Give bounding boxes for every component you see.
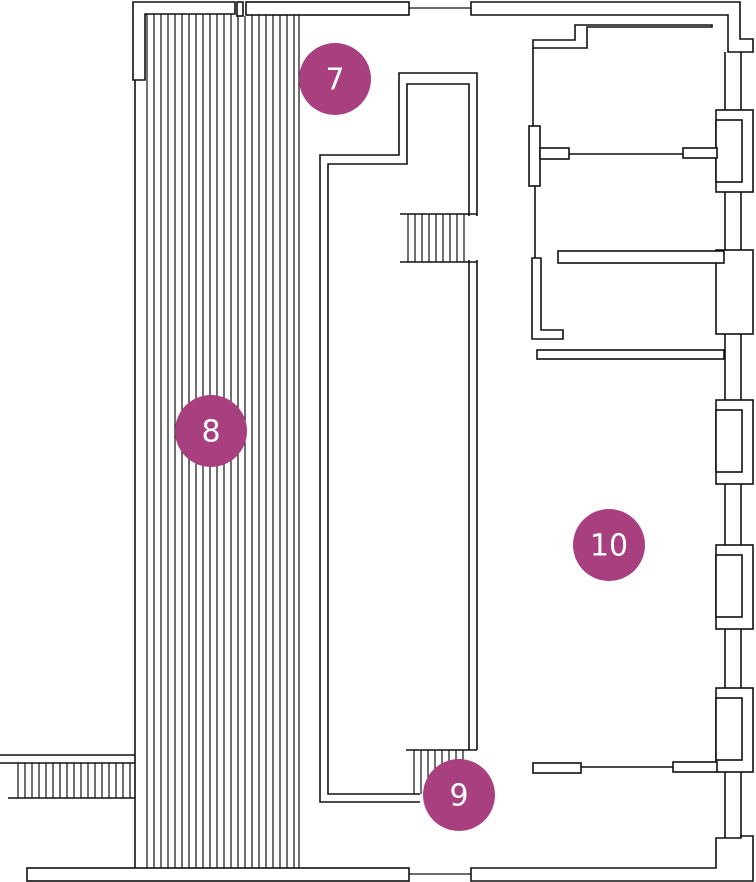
- marker-9[interactable]: 9: [423, 759, 495, 831]
- window-right-3-inner: [715, 409, 743, 473]
- window-right-5-inner: [715, 697, 743, 761]
- wall-top-left-corner: [132, 1, 236, 81]
- outer-walls: [26, 1, 754, 882]
- marker-10[interactable]: 10: [573, 509, 645, 581]
- room-lower-partition: [531, 257, 564, 340]
- marker-8-label: 8: [201, 415, 220, 450]
- marker-10-circle: [573, 509, 645, 581]
- enclosure-inner-wall: [327, 83, 470, 795]
- room-partition-top: [532, 24, 713, 49]
- wall-bottom-right-corner: [470, 835, 754, 882]
- upper-inner-stairs: [400, 213, 477, 263]
- enclosure-outer-wall: [319, 72, 478, 803]
- lower-right-partition: [532, 761, 718, 774]
- marker-10-label: 10: [590, 529, 628, 564]
- central-enclosure: [319, 72, 478, 803]
- window-right-1-inner: [715, 119, 743, 183]
- marker-9-label: 9: [449, 779, 468, 814]
- lower-partition-stub: [532, 762, 582, 774]
- room-divider-end: [682, 147, 718, 159]
- marker-8[interactable]: 8: [175, 395, 247, 467]
- room-tjunction-post: [528, 125, 541, 187]
- marker-7[interactable]: 7: [299, 43, 371, 115]
- marker-8-circle: [175, 395, 247, 467]
- wall-top-left-post: [236, 1, 244, 17]
- room-horizontal-wall: [557, 250, 725, 264]
- window-right-2: [715, 249, 754, 335]
- wall-bottom-left: [26, 867, 410, 882]
- left-entrance-stairs: [0, 754, 135, 799]
- wall-top-middle: [245, 1, 410, 16]
- upper-right-rooms: [528, 24, 725, 360]
- window-right-4-inner: [715, 554, 743, 618]
- room-bottom-wall: [536, 349, 725, 360]
- lower-partition-end: [672, 761, 718, 773]
- marker-9-circle: [423, 759, 495, 831]
- marker-7-circle: [299, 43, 371, 115]
- marker-7-label: 7: [325, 63, 344, 98]
- wall-top-right-corner: [470, 1, 754, 53]
- room-tjunction-arm: [539, 147, 570, 160]
